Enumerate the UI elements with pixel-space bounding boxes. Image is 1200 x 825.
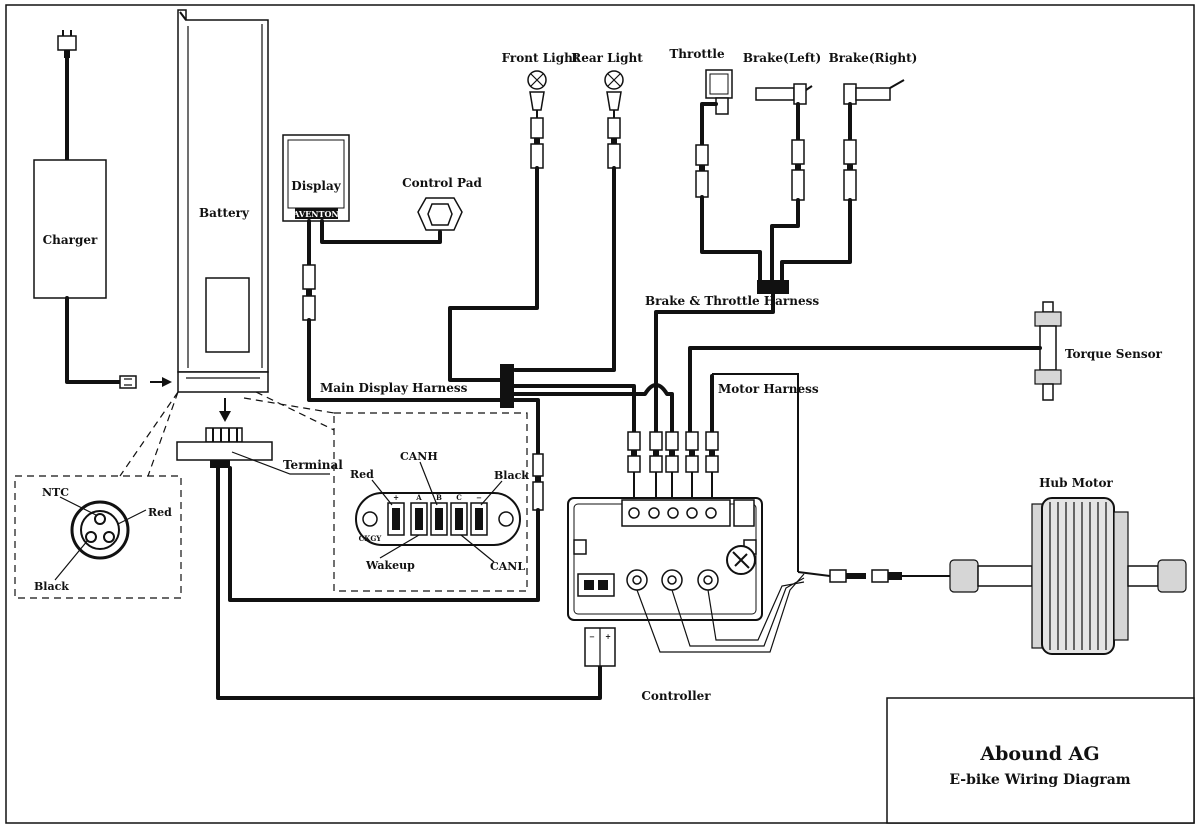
brake-right-icon xyxy=(843,79,905,105)
battery-black-label: Black xyxy=(34,580,69,593)
battery-connector-callout-lines xyxy=(119,391,179,477)
battery-label: Battery xyxy=(199,206,250,220)
brake-left-label: Brake(Left) xyxy=(743,51,821,65)
motor-cable-connector xyxy=(829,569,902,583)
terminal-connector-icon xyxy=(355,492,521,546)
torque-sensor-cable xyxy=(688,346,1042,434)
controller-unit xyxy=(567,497,763,621)
torque-sensor-icon xyxy=(1034,301,1062,401)
torque-sensor-label: Torque Sensor xyxy=(1065,347,1163,361)
charge-port-arrow-icon xyxy=(150,377,172,387)
charger-plug-icon xyxy=(57,30,77,58)
brake-left-icon xyxy=(755,83,813,105)
controller-polarity-plus: + xyxy=(605,632,611,641)
charger-output-cable xyxy=(65,296,124,384)
terminal-callout-lines xyxy=(243,391,335,431)
terminal-pin-a: A xyxy=(415,493,422,502)
harness-branch-1 xyxy=(512,384,636,434)
battery-down-arrow-icon xyxy=(219,398,231,422)
battery-power-cable xyxy=(216,466,602,700)
motor-harness-label: Motor Harness xyxy=(718,382,819,396)
terminal-black-label: Black xyxy=(494,469,529,482)
controller-signal-wires xyxy=(633,472,713,508)
diagram-subtitle: E-bike Wiring Diagram xyxy=(949,772,1130,788)
controller-harness-connectors xyxy=(627,431,719,473)
control-pad-cable xyxy=(320,219,442,244)
terminal-chip-mark: CKGY xyxy=(359,534,383,543)
terminal-block xyxy=(176,427,273,468)
control-pad-icon xyxy=(417,197,463,231)
control-pad-label: Control Pad xyxy=(402,176,482,190)
motor-harness xyxy=(712,373,799,572)
hub-motor-label: Hub Motor xyxy=(1039,476,1113,490)
terminal-canh-label: CANH xyxy=(400,450,438,463)
throttle-lead xyxy=(700,102,718,147)
terminal-detail xyxy=(333,412,528,592)
battery-to-terminal-cable xyxy=(228,466,540,602)
main-display-harness-label: Main Display Harness xyxy=(320,381,468,395)
harness-branch-terminal xyxy=(512,398,540,456)
diagram-frame xyxy=(5,4,1195,824)
brake-left-cable xyxy=(770,198,800,284)
terminal-leader xyxy=(231,451,330,475)
title-block xyxy=(886,697,1195,824)
front-light-cable xyxy=(448,166,539,382)
rear-light-icon xyxy=(604,70,624,111)
rear-light-label: Rear Light xyxy=(571,51,643,65)
terminal-canl-label: CANL xyxy=(490,560,525,573)
brake-right-label: Brake(Right) xyxy=(829,51,918,65)
motor-cable-lead xyxy=(797,571,831,577)
brake-throttle-harness xyxy=(654,292,775,434)
display-harness-connector xyxy=(302,264,316,321)
brake-right-cable xyxy=(780,198,852,284)
main-display-harness xyxy=(307,318,507,402)
terminal-pin-b: B xyxy=(436,493,442,502)
motor-phase-wires xyxy=(636,573,805,653)
battery-red-label: Red xyxy=(148,506,172,519)
throttle-connector xyxy=(695,144,709,198)
charger-dc-plug-icon xyxy=(119,375,137,389)
battery-window xyxy=(205,277,250,353)
controller-polarity-minus: − xyxy=(589,632,595,641)
harness-branch-2 xyxy=(512,383,674,434)
main-harness-junction xyxy=(500,364,514,408)
front-light-icon xyxy=(527,70,547,111)
brake-right-connector xyxy=(843,139,857,201)
terminal-pin-minus: − xyxy=(476,493,482,502)
throttle-cable xyxy=(700,195,762,284)
rear-light-cable xyxy=(513,166,616,372)
charger-label: Charger xyxy=(43,233,98,247)
terminal-pin-plus: + xyxy=(393,493,399,502)
battery-connector-leaders xyxy=(54,496,147,581)
terminal-wakeup-label: Wakeup xyxy=(365,559,415,572)
brake-throttle-harness-label: Brake & Throttle Harness xyxy=(645,294,819,308)
battery-body xyxy=(177,9,269,393)
front-light-label: Front Light xyxy=(502,51,579,65)
battery-connector-icon xyxy=(70,500,130,560)
ntc-label: NTC xyxy=(42,486,69,499)
diagram-title: Abound AG xyxy=(979,743,1099,765)
display-unit xyxy=(282,134,350,222)
terminal-pin-c: C xyxy=(456,493,462,502)
terminal-label: Terminal xyxy=(283,458,343,472)
terminal-detail-leaders xyxy=(371,461,503,563)
display-label: Display xyxy=(291,179,341,193)
hub-motor-icon xyxy=(949,497,1187,655)
terminal-harness-connector xyxy=(532,453,544,511)
throttle-icon xyxy=(705,69,733,115)
controller-label: Controller xyxy=(641,689,711,703)
brake-left-connector xyxy=(791,139,805,201)
front-light-connector xyxy=(530,117,544,169)
terminal-red-label: Red xyxy=(350,468,374,481)
brake-throttle-junction xyxy=(757,280,789,294)
display-brand-label: AVENTON xyxy=(292,209,338,219)
charger-box xyxy=(33,159,107,299)
controller-power-connector xyxy=(584,627,616,667)
rear-light-connector xyxy=(607,117,621,169)
throttle-label: Throttle xyxy=(669,47,725,61)
